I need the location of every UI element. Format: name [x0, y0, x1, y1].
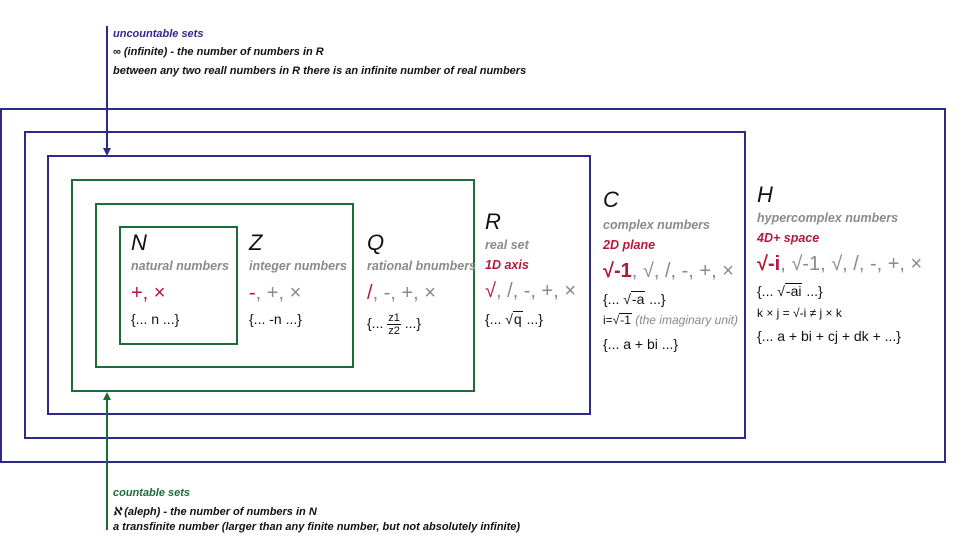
- set-R-radicand: q: [512, 311, 523, 327]
- set-C-radicand: -a: [630, 291, 646, 307]
- set-H-ops-red: √-i: [757, 253, 781, 275]
- set-N-ops: +, ×: [131, 282, 166, 304]
- set-Q-ops-gray: , -, +, ×: [372, 282, 436, 304]
- set-H-ops: √-i, √-1, √, /, -, +, ×: [757, 253, 922, 276]
- uncountable-title: uncountable sets: [113, 28, 204, 40]
- set-C-ops-gray: , √, /, -, +, ×: [631, 260, 734, 282]
- set-Q-denominator: z2: [388, 325, 400, 337]
- uncountable-line1: ∞ (infinite) - the number of numbers in …: [113, 46, 324, 58]
- countable-line2: a transfinite number (larger than any fi…: [113, 521, 521, 533]
- uncountable-line2: between any two reall numbers in R there…: [113, 65, 527, 77]
- set-C-ops-red: √-1: [603, 260, 632, 282]
- complex-box: [24, 131, 746, 439]
- set-C-ops: √-1, √, /, -, +, ×: [603, 260, 734, 283]
- set-H-relation: k × j = √-i ≠ j × k: [757, 306, 842, 320]
- set-H-radicand: -ai: [784, 283, 803, 299]
- set-C-imaginary-unit: i=√-1 (the imaginary unit): [603, 313, 739, 327]
- set-Q-numerator: z1: [387, 312, 401, 325]
- set-Z-elements: {... -n ...}: [249, 311, 302, 327]
- set-Z-ops-gray: , +, ×: [255, 282, 302, 304]
- set-R-dim: 1D axis: [485, 258, 529, 272]
- set-H-suffix: ...}: [802, 283, 823, 299]
- set-R-prefix: {...: [485, 311, 506, 327]
- set-R-name: real set: [485, 238, 529, 252]
- set-H-elements: {... √-ai ...}: [757, 283, 823, 299]
- integer-box: [95, 203, 354, 368]
- set-H-elements-2: {... a + bi + cj + dk + ...}: [757, 328, 901, 344]
- set-C-i-prefix: i=: [603, 313, 613, 327]
- set-Q-name: rational bnumbers: [367, 259, 477, 273]
- countable-title: countable sets: [113, 487, 191, 499]
- set-R-letter: R: [485, 209, 501, 234]
- set-H-prefix: {...: [757, 283, 778, 299]
- set-Z-ops: -, +, ×: [249, 282, 301, 305]
- set-R-ops: √, /, -, +, ×: [485, 280, 576, 303]
- set-C-name: complex numbers: [603, 218, 710, 232]
- set-N-letter: N: [131, 230, 147, 255]
- set-Q-suffix: ...}: [404, 315, 422, 332]
- set-H-name: hypercomplex numbers: [757, 211, 899, 225]
- set-Z-ops-red: -: [249, 282, 256, 304]
- set-R-elements: {... √q ...}: [485, 311, 543, 327]
- hypercomplex-box: [0, 108, 946, 463]
- real-box: [47, 155, 591, 415]
- set-N-elements: {... n ...}: [131, 311, 180, 327]
- set-Q-ops-red: /: [367, 282, 373, 304]
- set-C-i-radicand: -1: [619, 313, 632, 327]
- set-N-name: natural numbers: [131, 259, 229, 273]
- set-Q-ops: /, -, +, ×: [367, 282, 436, 305]
- set-C-elements: {... √-a ...}: [603, 291, 666, 307]
- set-C-i-note: (the imaginary unit): [635, 313, 739, 327]
- set-C-suffix: ...}: [645, 291, 666, 307]
- natural-box: [119, 226, 238, 345]
- set-C-letter: C: [603, 187, 619, 212]
- rational-box: [71, 179, 475, 392]
- set-R-ops-red: √: [485, 280, 496, 302]
- set-C-dim: 2D plane: [603, 238, 656, 252]
- set-H-letter: H: [757, 182, 773, 207]
- set-H-ops-gray: , √-1, √, /, -, +, ×: [780, 253, 923, 275]
- set-C-prefix: {...: [603, 291, 624, 307]
- set-Q-letter: Q: [367, 230, 385, 255]
- set-R-suffix: ...}: [522, 311, 543, 327]
- set-H-dim: 4D+ space: [757, 231, 820, 245]
- countable-line1: ℵ (aleph) - the number of numbers in N: [113, 506, 317, 518]
- set-Z-name: integer numbers: [249, 259, 347, 273]
- set-R-ops-gray: , /, -, +, ×: [495, 280, 577, 302]
- set-C-elements-2: {... a + bi ...}: [603, 336, 679, 352]
- set-Q-prefix: {...: [367, 315, 384, 332]
- set-Z-letter: Z: [249, 230, 263, 255]
